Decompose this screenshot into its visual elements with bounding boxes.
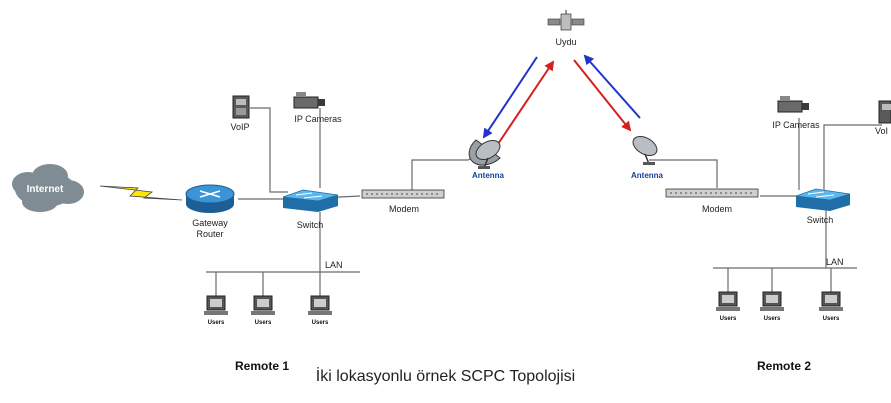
internet-label: Internet: [27, 184, 64, 195]
users-label: Users: [764, 316, 781, 322]
lan-label-left: LAN: [325, 260, 343, 270]
users-label: Users: [720, 316, 737, 322]
router-icon: [185, 184, 235, 213]
router-label: Router: [196, 229, 223, 239]
switch-label-right: Switch: [807, 215, 834, 225]
voip-label-left: VoIP: [230, 122, 249, 132]
camera-label-right: IP Cameras: [772, 120, 820, 130]
voip-phone-icon: [232, 95, 250, 119]
modem-label-left: Modem: [389, 204, 419, 214]
remote-2-title: Remote 2: [757, 359, 811, 373]
satellite-label: Uydu: [555, 37, 576, 47]
user-workstation-icon: [204, 295, 228, 315]
switch-icon: [795, 188, 851, 211]
user-workstation-icon: [819, 291, 843, 311]
lightning-icon: [99, 185, 183, 201]
satellite-icon: [547, 10, 585, 31]
users-label: Users: [208, 320, 225, 326]
user-workstation-icon: [716, 291, 740, 311]
ip-camera-icon: [777, 96, 809, 113]
diagram-caption: İki lokasyonlu örnek SCPC Topolojisi: [315, 368, 576, 385]
uplink-arrow-right: [583, 54, 641, 119]
users-label: Users: [312, 320, 329, 326]
downlink-arrow-left: [482, 56, 538, 139]
user-workstation-icon: [760, 291, 784, 311]
antenna-label-right: Antenna: [631, 171, 664, 180]
connection-lines: [206, 107, 882, 296]
internet-cloud-icon: [12, 164, 84, 212]
satellite-links: [482, 54, 641, 145]
gateway-label: Gateway: [192, 218, 228, 228]
modem-icon: [665, 188, 759, 198]
switch-label-left: Switch: [297, 220, 324, 230]
lan-label-right: LAN: [826, 257, 844, 267]
voip-label-right: VoI: [875, 126, 888, 136]
voip-phone-icon: [878, 100, 891, 124]
ip-camera-icon: [293, 92, 325, 109]
antenna-label-left: Antenna: [472, 171, 505, 180]
user-workstation-icon: [308, 295, 332, 315]
modem-icon: [361, 189, 445, 199]
uplink-arrow-left: [497, 60, 555, 145]
users-label: Users: [823, 316, 840, 322]
downlink-arrow-right: [573, 59, 632, 132]
camera-label-left: IP Cameras: [294, 114, 342, 124]
user-workstation-icon: [251, 295, 275, 315]
antenna-icon: [632, 136, 658, 165]
switch-icon: [282, 189, 339, 212]
users-label: Users: [255, 320, 272, 326]
remote-1-title: Remote 1: [235, 359, 289, 373]
antenna-icon: [468, 139, 501, 169]
modem-label-right: Modem: [702, 204, 732, 214]
